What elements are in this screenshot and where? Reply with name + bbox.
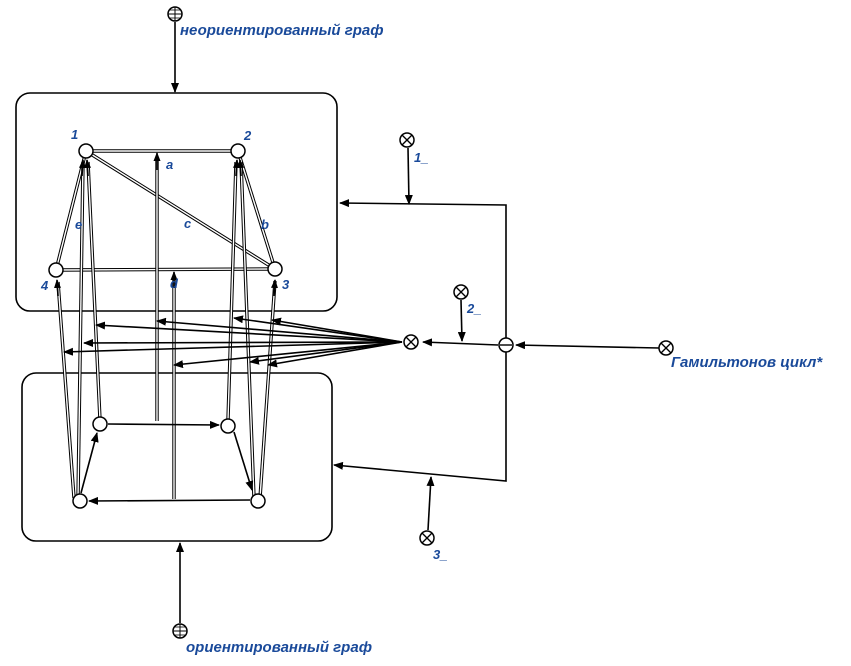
input-2-label: 2_ [466, 301, 481, 316]
vertex-4 [48, 262, 64, 278]
vertex-2-label: 2 [243, 128, 252, 143]
x-circle-icon [658, 340, 674, 356]
x-circle-icon [399, 132, 415, 148]
edge-c-label: c [184, 216, 192, 231]
control-lines [171, 22, 660, 623]
inter-graph-connectors [56, 160, 277, 499]
vertex-3-label: 3 [282, 277, 290, 292]
undirected-graph-label: неориентированный граф [180, 22, 384, 39]
vertex-1-label: 1 [71, 127, 78, 142]
vertex-1 [78, 143, 94, 159]
vertex-3 [267, 261, 283, 277]
edge-b-label: b [261, 217, 269, 232]
directed-edges [80, 420, 254, 505]
directed-vertex [72, 493, 88, 509]
minus-circle-icon [498, 337, 514, 353]
x-circle-icon [419, 530, 435, 546]
input-3-label: 3_ [433, 547, 447, 562]
directed-graph-box [21, 372, 333, 542]
directed-graph-label: ориентированный граф [186, 639, 372, 656]
crossed-circle-icon [172, 623, 188, 639]
vertex-2 [230, 143, 246, 159]
edge-e-label: e [75, 217, 82, 232]
directed-vertex [250, 493, 266, 509]
x-circle-icon [453, 284, 469, 300]
connector-arrowheads [54, 152, 278, 297]
hamiltonian-cycle-label: Гамильтонов цикл* [671, 354, 823, 371]
directed-vertex [92, 416, 108, 432]
vertex-4-label: 4 [40, 278, 49, 293]
combiner-x-circle-icon [403, 334, 419, 350]
edge-a-label: a [166, 157, 173, 172]
directed-vertex [220, 418, 236, 434]
undirected-graph-box [15, 92, 338, 312]
fan-arrows [63, 315, 403, 369]
input-1-label: 1_ [414, 150, 428, 165]
edge-d-label: d [170, 276, 179, 291]
crossed-circle-icon [167, 6, 183, 22]
